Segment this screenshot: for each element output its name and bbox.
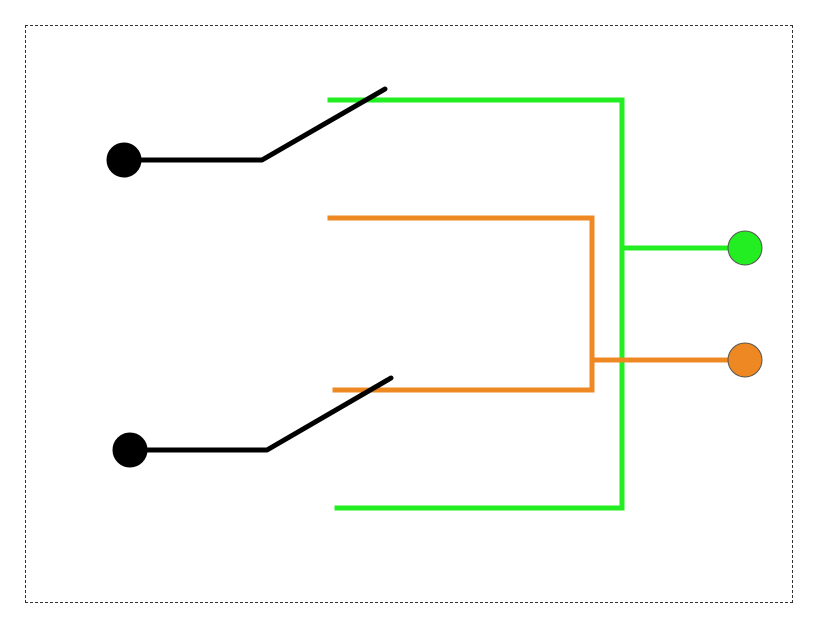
orange-wire [327,215,745,393]
green-output-terminal [727,230,763,266]
lower-switch-lever [127,375,394,453]
dashed-border-frame [25,25,793,603]
lower-switch-terminal [112,432,148,468]
upper-switch-lever [121,86,388,163]
upper-switch [106,86,388,178]
orange-output-terminal [727,342,763,378]
upper-switch-terminal [106,142,142,178]
lower-switch [112,375,394,468]
green-wire [327,97,745,511]
